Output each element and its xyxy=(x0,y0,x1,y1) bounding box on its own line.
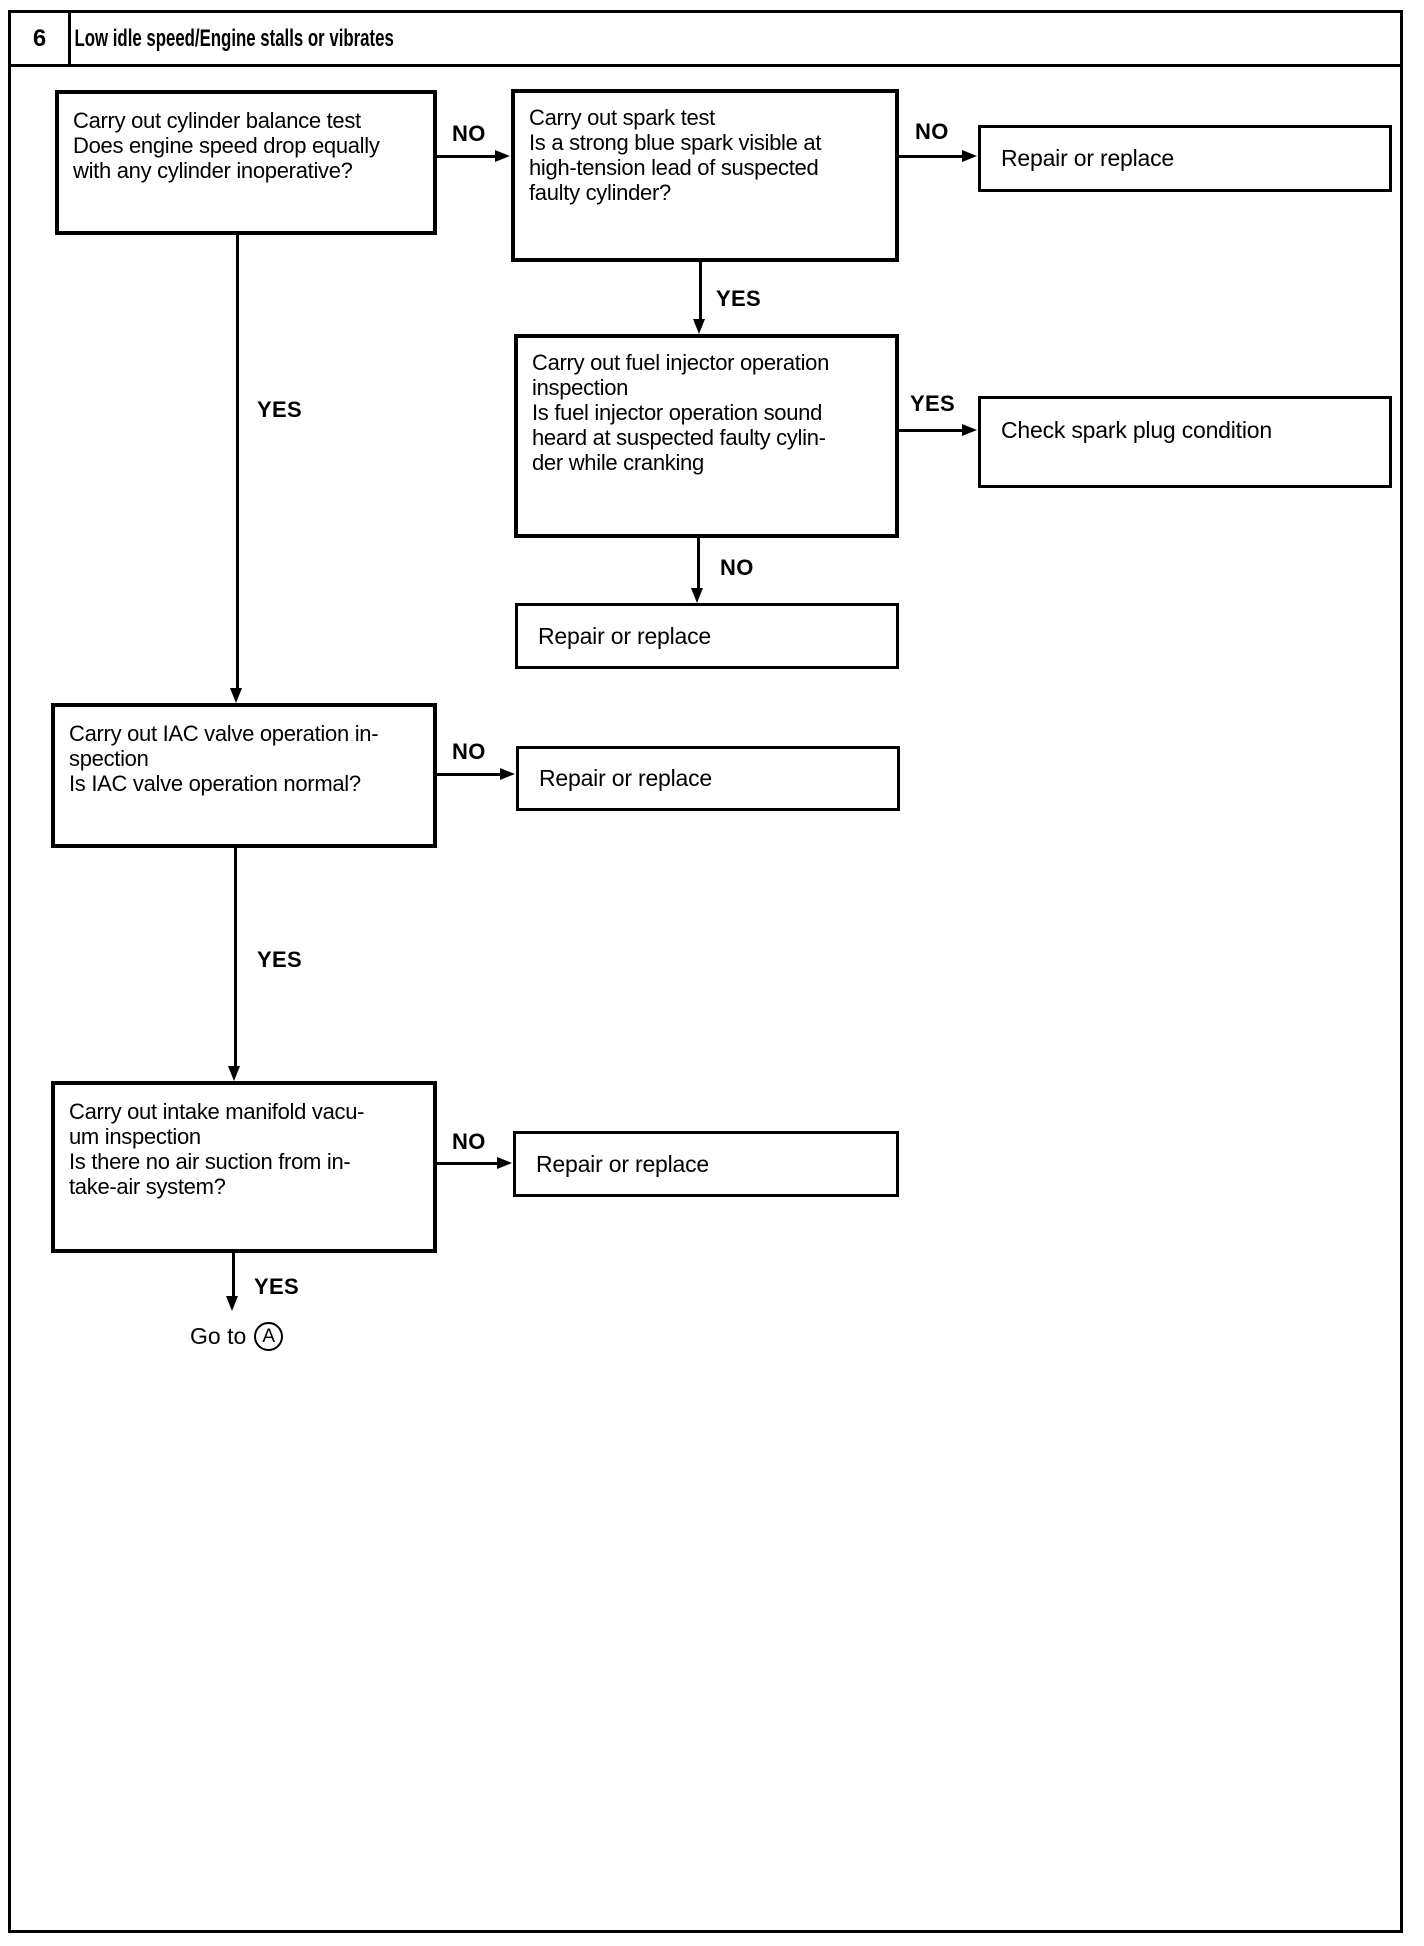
arrow-line-intake-to-repair xyxy=(437,1162,497,1165)
box-text-line: Carry out fuel injector operation xyxy=(532,350,830,375)
box-text-line: Is IAC valve operation normal? xyxy=(69,771,361,796)
box-text-line: um inspection xyxy=(69,1124,201,1149)
goto-connector-a: Go to A xyxy=(190,1322,284,1351)
box-text-line: Repair or replace xyxy=(539,765,713,791)
flow-box-fuel-injector-inspection: Carry out fuel injector operation inspec… xyxy=(514,334,899,538)
arrowhead-right-icon xyxy=(962,424,977,436)
label-no: NO xyxy=(452,739,486,764)
page-border: 6 Low idle speed/Engine stalls or vibrat… xyxy=(8,10,1403,1933)
box-text-line: heard at suspected faulty cylin- xyxy=(532,425,826,450)
flow-box-iac-valve-inspection: Carry out IAC valve operation in- specti… xyxy=(51,703,437,848)
arrowhead-down-icon xyxy=(230,688,242,703)
flow-box-repair-after-fuel-injector: Repair or replace xyxy=(515,603,899,669)
box-text-line: spection xyxy=(69,746,149,771)
arrowhead-down-icon xyxy=(226,1296,238,1311)
arrowhead-right-icon xyxy=(500,768,515,780)
label-no: NO xyxy=(452,1129,486,1154)
box-text-line: with any cylinder inoperative? xyxy=(73,158,353,183)
label-no: NO xyxy=(452,121,486,146)
box-text-line: Is fuel injector operation sound xyxy=(532,400,823,425)
box-text-line: high-tension lead of suspected xyxy=(529,155,819,180)
box-text-line: Carry out spark test xyxy=(529,105,715,130)
arrow-line-injector-to-repair xyxy=(697,538,700,588)
flow-box-check-spark-plug-condition: Check spark plug condition xyxy=(978,396,1392,488)
box-text-line: inspection xyxy=(532,375,629,400)
label-yes: YES xyxy=(716,286,761,311)
flow-box-repair-after-spark-test: Repair or replace xyxy=(978,125,1392,192)
arrowhead-right-icon xyxy=(497,1157,512,1169)
arrow-line-spark-to-repair xyxy=(899,155,962,158)
arrowhead-right-icon xyxy=(962,150,977,162)
box-text-line: Repair or replace xyxy=(1001,145,1175,171)
arrow-line-injector-to-sparkplug xyxy=(899,429,962,432)
flow-box-cylinder-balance-test: Carry out cylinder balance test Does eng… xyxy=(55,90,437,235)
arrow-line-intake-to-goto xyxy=(232,1253,235,1296)
arrow-line-cylinder-to-spark xyxy=(437,155,495,158)
box-text-line: Repair or replace xyxy=(536,1150,710,1177)
box-text-line: Carry out cylinder balance test xyxy=(73,108,361,133)
flow-box-spark-test: Carry out spark test Is a strong blue sp… xyxy=(511,89,899,262)
goto-label: Go to xyxy=(190,1323,247,1349)
flow-box-intake-manifold-vacuum-inspection: Carry out intake manifold vacu- um inspe… xyxy=(51,1081,437,1253)
arrow-line-cylinder-to-iac xyxy=(236,235,239,688)
label-yes: YES xyxy=(257,947,302,972)
box-text-line: Carry out IAC valve operation in- xyxy=(69,721,379,746)
arrowhead-right-icon xyxy=(495,150,510,162)
section-number: 6 xyxy=(11,13,71,64)
box-text-line: Repair or replace xyxy=(538,622,712,649)
box-text-line: Is there no air suction from in- xyxy=(69,1149,351,1174)
flow-box-repair-after-intake: Repair or replace xyxy=(513,1131,899,1197)
label-no: NO xyxy=(915,119,949,144)
box-text-line: Carry out intake manifold vacu- xyxy=(69,1099,365,1124)
box-text-line: der while cranking xyxy=(532,450,704,475)
label-yes: YES xyxy=(254,1274,299,1299)
page-header: 6 Low idle speed/Engine stalls or vibrat… xyxy=(11,13,1400,67)
box-text-line: Check spark plug condition xyxy=(1001,417,1272,443)
connector-a-badge: A xyxy=(254,1322,284,1351)
box-text-line: Does engine speed drop equally xyxy=(73,133,380,158)
page-title: Low idle speed/Engine stalls or vibrates xyxy=(74,24,394,52)
box-text-line: Is a strong blue spark visible at xyxy=(529,130,822,155)
arrow-line-iac-to-intake xyxy=(234,848,237,1066)
flow-box-repair-after-iac: Repair or replace xyxy=(516,746,900,811)
label-no: NO xyxy=(720,555,754,580)
arrowhead-down-icon xyxy=(228,1066,240,1081)
arrow-line-spark-to-injector xyxy=(699,262,702,319)
arrow-line-iac-to-repair xyxy=(437,773,500,776)
box-text-line: take-air system? xyxy=(69,1174,226,1199)
label-yes: YES xyxy=(257,397,302,422)
arrowhead-down-icon xyxy=(691,588,703,603)
box-text-line: faulty cylinder? xyxy=(529,180,671,205)
label-yes: YES xyxy=(910,391,955,416)
arrowhead-down-icon xyxy=(693,319,705,334)
